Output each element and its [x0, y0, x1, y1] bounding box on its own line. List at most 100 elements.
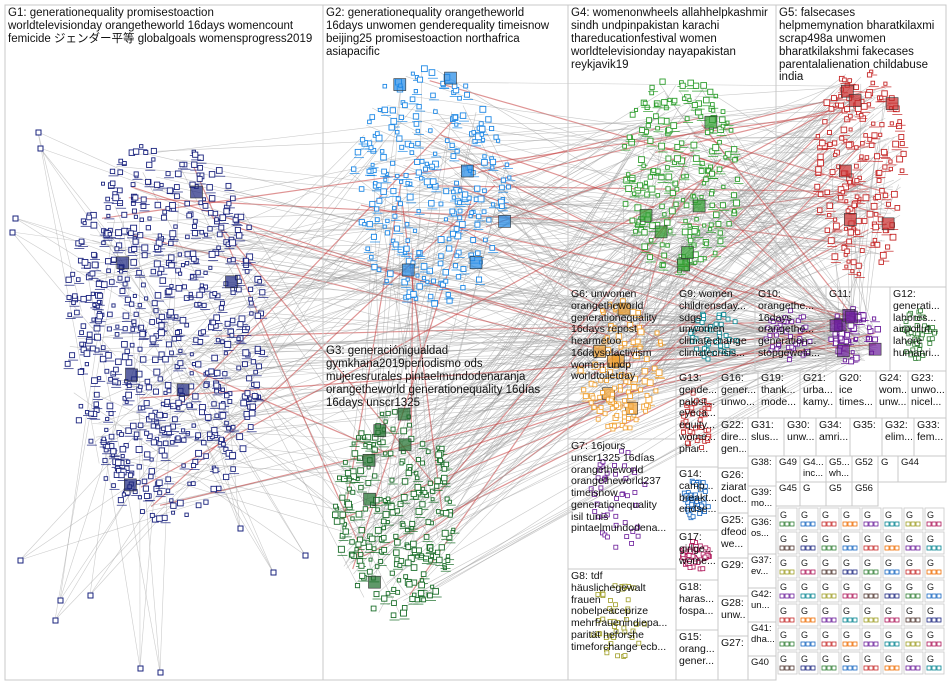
edge — [59, 426, 176, 601]
tiny-node — [889, 593, 895, 599]
group-label-g6: G6: unwomen orangetheworld generationequ… — [571, 289, 657, 383]
tiny-group-label: G — [780, 606, 787, 616]
tiny-node — [779, 569, 785, 575]
edge — [166, 145, 383, 434]
group-label-g24: G24: wom... unw... — [879, 373, 906, 408]
edge — [226, 182, 868, 383]
node-g1 — [181, 284, 187, 290]
edge — [206, 271, 622, 301]
node-g2 — [457, 188, 463, 193]
edge — [363, 244, 372, 448]
edge — [399, 111, 452, 530]
node-g1 — [144, 296, 149, 301]
node-g2 — [351, 166, 357, 172]
edge — [373, 173, 383, 526]
node-avatar-g2 — [469, 256, 483, 270]
tiny-node — [910, 641, 916, 647]
edge — [420, 189, 718, 432]
node-g2 — [421, 276, 427, 281]
node-g2 — [381, 168, 387, 175]
node-g1 — [215, 337, 221, 343]
tiny-group-label: G — [864, 534, 871, 544]
tiny-group-label: G — [822, 534, 829, 544]
edge — [648, 163, 874, 366]
node-g1 — [165, 206, 171, 211]
tiny-node — [894, 617, 900, 623]
node-g1 — [108, 433, 115, 440]
edge — [141, 345, 877, 366]
group-label-g13: G13: gende... pakist... eyeca... equity.… — [679, 373, 716, 455]
tiny-node — [852, 545, 858, 551]
tiny-node — [842, 665, 848, 671]
node-g2 — [469, 210, 474, 215]
node-g1 — [196, 175, 203, 182]
edge — [436, 120, 825, 190]
node-g1 — [149, 319, 156, 325]
edge — [506, 192, 832, 337]
node-g1 — [184, 200, 190, 207]
node-g1 — [153, 181, 161, 188]
edge — [178, 266, 374, 292]
tiny-group-label: G — [927, 606, 934, 616]
node-g1 — [158, 322, 165, 329]
edge — [647, 194, 886, 213]
node-g1 — [190, 481, 196, 486]
node-g2 — [405, 293, 412, 300]
node-g2 — [368, 145, 374, 151]
node-g1 — [236, 433, 244, 441]
node-g1 — [141, 252, 148, 259]
tiny-node — [784, 617, 790, 623]
node-g2 — [366, 168, 372, 174]
node-g1 — [119, 445, 127, 453]
node-g1 — [211, 426, 218, 434]
edge — [719, 148, 854, 308]
node-avatar-g2 — [401, 263, 415, 277]
node-g2 — [414, 158, 421, 165]
node-g1 — [116, 187, 123, 194]
tiny-node — [784, 593, 790, 599]
tiny-node — [889, 545, 895, 551]
node-g1 — [165, 288, 173, 295]
node-g1 — [173, 224, 178, 229]
edge — [383, 343, 618, 417]
edge — [438, 317, 850, 458]
edge — [393, 121, 711, 472]
tiny-node — [889, 617, 895, 623]
node-g2 — [409, 96, 416, 103]
node-g1 — [121, 161, 127, 166]
node-g1 — [143, 493, 150, 499]
node-g1 — [249, 311, 254, 316]
node-g1 — [211, 401, 217, 407]
node-g1 — [251, 393, 258, 399]
node-g2 — [394, 129, 400, 135]
group-label-g57: G5 — [829, 484, 842, 494]
node-g1 — [126, 383, 132, 389]
tiny-group-label: G — [906, 606, 913, 616]
node-g2 — [426, 267, 433, 275]
edge — [403, 352, 869, 601]
node-avatar-g2 — [393, 78, 407, 91]
tiny-group-label: G — [927, 654, 934, 664]
group-box-layer — [4, 4, 947, 681]
edge — [637, 230, 834, 376]
edge — [851, 225, 870, 333]
tiny-node — [868, 521, 874, 527]
node-g1 — [91, 377, 98, 384]
tiny-node — [915, 545, 921, 551]
node-g1 — [102, 457, 108, 464]
tiny-group-label: G — [780, 510, 787, 520]
edge — [658, 81, 845, 250]
edge — [458, 158, 859, 359]
node-g1 — [128, 301, 135, 307]
edge — [260, 316, 601, 346]
group-label-g31: G31: slus... — [751, 420, 779, 443]
edge — [73, 392, 306, 556]
node-g1 — [91, 317, 96, 322]
tiny-node — [800, 641, 806, 647]
node-g1 — [178, 348, 183, 353]
tiny-group-label: G — [801, 582, 808, 592]
node-g1 — [188, 291, 193, 297]
node-g1 — [230, 195, 236, 202]
group-box-gx2 — [877, 455, 899, 483]
node-g1 — [206, 431, 213, 437]
